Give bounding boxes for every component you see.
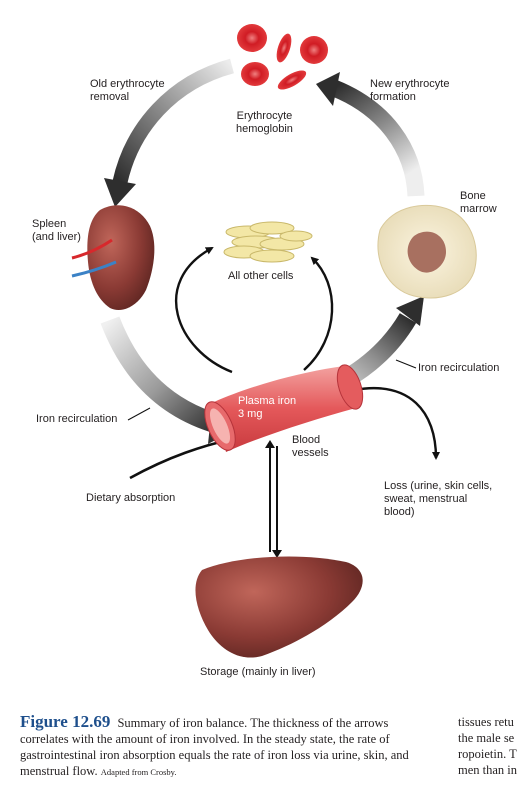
adjacent-column-text: tissues retu the male se ropoietin. T me…: [458, 715, 518, 777]
erythrocyte-cluster: [237, 24, 328, 90]
arrow-storage-exchange: [265, 440, 282, 558]
figure-caption: Figure 12.69 Summary of iron balance. Th…: [20, 712, 420, 780]
label-loss: Loss (urine, skin cells, sweat, menstrua…: [384, 480, 493, 518]
label-bone-marrow: Bone marrow: [460, 190, 497, 215]
label-storage: Storage (mainly in liver): [200, 666, 316, 678]
spleen-illustration: [71, 205, 155, 310]
leader-iron-recirculation-right: [395, 359, 417, 369]
label-iron-recirculation-right: Iron recirculation: [418, 362, 500, 374]
arrow-new-erythrocyte-formation: [316, 72, 425, 197]
label-old-erythrocyte-removal: Old erythrocyte removal: [90, 78, 165, 103]
blood-vessel-illustration: [204, 364, 364, 452]
arrow-all-other-cells-return: [303, 256, 334, 371]
bone-marrow-illustration: [377, 204, 477, 299]
other-cells-illustration: [223, 221, 313, 263]
leader-iron-recirculation-left: [127, 407, 151, 421]
arrow-old-erythrocyte-removal: [104, 58, 235, 207]
label-all-other-cells: All other cells: [228, 270, 294, 282]
caption-source: Adapted from Crosby.: [100, 767, 177, 777]
arrow-iron-loss: [353, 387, 440, 460]
caption-text: Summary of iron balance. The thickness o…: [20, 716, 409, 778]
label-iron-recirculation-left: Iron recirculation: [36, 413, 118, 425]
label-dietary-absorption: Dietary absorption: [86, 492, 176, 504]
arrow-all-other-cells-loop: [174, 246, 233, 374]
label-spleen-liver: Spleen (and liver): [32, 218, 81, 243]
liver-illustration: [195, 556, 363, 658]
label-blood-vessels: Blood vessels: [292, 434, 329, 459]
label-erythrocyte-hemoglobin: Erythrocyte hemoglobin: [236, 110, 293, 135]
label-plasma-iron: Plasma iron 3 mg: [238, 395, 297, 420]
figure-number: Figure 12.69: [20, 712, 111, 731]
label-new-erythrocyte-formation: New erythrocyte formation: [370, 78, 450, 103]
